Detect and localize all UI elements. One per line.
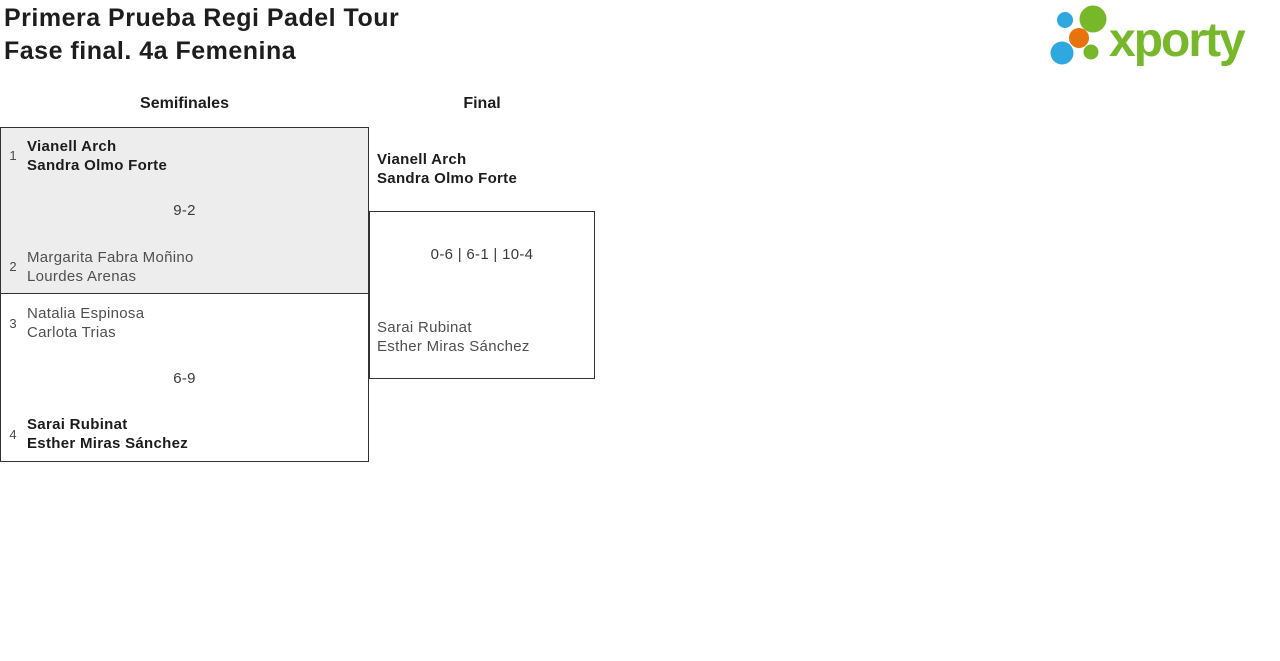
seed-number-3: 3	[9, 316, 17, 331]
player-name: Sandra Olmo Forte	[27, 157, 168, 174]
semifinal-1-box	[0, 127, 369, 294]
team-final-bottom: Sarai Rubinat Esther Miras Sánchez	[377, 318, 530, 356]
player-name: Esther Miras Sánchez	[27, 435, 189, 452]
page-title-line2: Fase final. 4a Femenina	[4, 37, 297, 65]
round-header-semifinales: Semifinales	[140, 95, 229, 112]
team-sf1-seed1: Vianell Arch Sandra Olmo Forte	[27, 137, 167, 175]
round-header-final: Final	[463, 95, 501, 112]
logo-dot-blue-large	[1050, 41, 1074, 65]
logo-wordmark: xporty	[1109, 14, 1246, 66]
player-name: Vianell Arch	[377, 151, 467, 168]
semifinal-2-box	[0, 293, 369, 462]
player-name: Carlota Trias	[27, 324, 116, 341]
player-name: Sarai Rubinat	[27, 416, 128, 433]
seed-number-2: 2	[9, 259, 17, 274]
logo-dot-green-small	[1083, 44, 1099, 60]
player-name: Margarita Fabra Moñino	[27, 249, 194, 266]
player-name: Natalia Espinosa	[27, 305, 145, 322]
score-semifinal-1: 9-2	[173, 202, 196, 219]
player-name: Sarai Rubinat	[377, 319, 472, 336]
team-sf2-seed3: Natalia Espinosa Carlota Trias	[27, 304, 144, 342]
player-name: Esther Miras Sánchez	[377, 338, 530, 355]
team-final-top: Vianell Arch Sandra Olmo Forte	[377, 150, 517, 188]
page-title: Primera Prueba Regi Padel Tour Fase fina…	[4, 2, 399, 68]
page-title-line1: Primera Prueba Regi Padel Tour	[4, 4, 400, 32]
team-sf1-seed2: Margarita Fabra Moñino Lourdes Arenas	[27, 248, 194, 286]
player-name: Lourdes Arenas	[27, 268, 137, 285]
player-name: Vianell Arch	[27, 138, 117, 155]
final-box	[369, 211, 595, 379]
player-name: Sandra Olmo Forte	[377, 170, 518, 187]
seed-number-4: 4	[9, 427, 17, 442]
score-semifinal-2: 6-9	[173, 370, 196, 387]
score-final: 0-6 | 6-1 | 10-4	[430, 246, 534, 263]
seed-number-1: 1	[9, 148, 17, 163]
team-sf2-seed4: Sarai Rubinat Esther Miras Sánchez	[27, 415, 188, 453]
logo-dot-blue-small	[1057, 12, 1073, 28]
logo-dot-orange	[1069, 28, 1089, 48]
logo-dot-green-large	[1079, 5, 1107, 33]
xporty-logo[interactable]: xporty	[1046, 2, 1280, 66]
